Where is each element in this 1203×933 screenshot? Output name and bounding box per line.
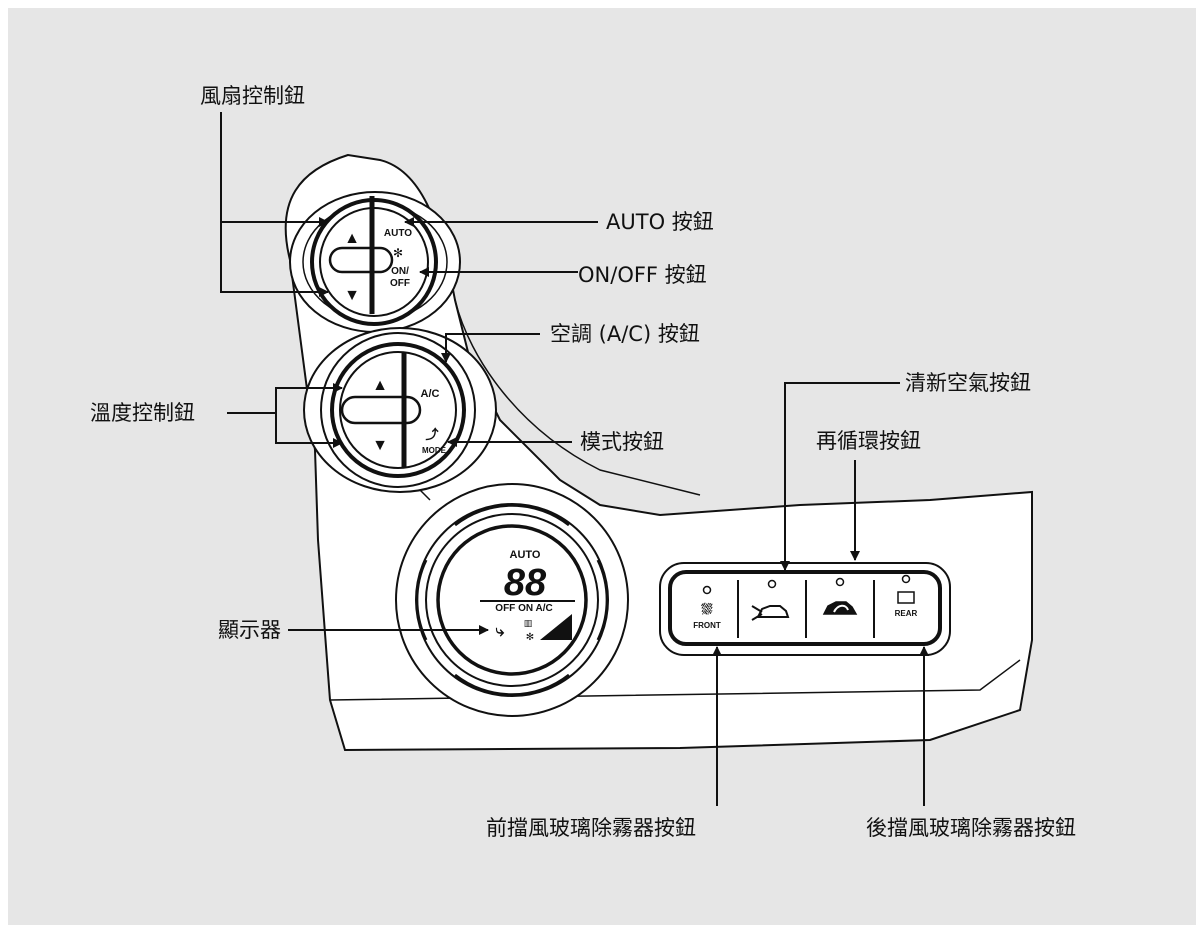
background bbox=[8, 8, 1196, 925]
fan-down-arrow: ▼ bbox=[344, 287, 360, 304]
display-bar-graph bbox=[540, 614, 572, 640]
recirculation-icon bbox=[822, 601, 858, 615]
ac-button-label: 空調 (A/C) 按鈕 bbox=[550, 322, 700, 346]
button-bar bbox=[668, 570, 942, 646]
front-defrost-button-label: 前擋風玻璃除霧器按鈕 bbox=[486, 816, 696, 840]
recirculation-button-label: 再循環按鈕 bbox=[816, 429, 921, 453]
ac-button-text[interactable]: A/C bbox=[421, 388, 440, 400]
temp-up-arrow: ▲ bbox=[372, 377, 388, 394]
front-defrost-text: FRONT bbox=[693, 621, 721, 630]
recirculation-indicator bbox=[835, 577, 845, 587]
rear-defrost-button-label: 後擋風玻璃除霧器按鈕 bbox=[866, 816, 1076, 840]
fan-up-arrow: ▲ bbox=[344, 230, 360, 247]
fresh-air-button-label: 清新空氣按鈕 bbox=[905, 371, 1031, 395]
rear-defrost-text: REAR bbox=[895, 609, 918, 618]
front-defrost-icon: ⛆ bbox=[700, 601, 713, 617]
mode-icon: ⤴ bbox=[425, 427, 439, 442]
display-status-text: OFF ON A/C bbox=[495, 603, 552, 614]
fresh-air-icon bbox=[751, 605, 790, 621]
front-defrost-button[interactable]: ⛆ FRONT bbox=[693, 585, 721, 631]
temp-control-label: 溫度控制鈕 bbox=[90, 401, 195, 425]
rear-defrost-indicator bbox=[901, 574, 911, 584]
temp-down-arrow: ▼ bbox=[372, 437, 388, 454]
auto-button-text[interactable]: AUTO bbox=[384, 228, 412, 239]
leader-lines bbox=[220, 112, 929, 806]
temperature-control-knob[interactable]: ▲ ▼ A/C ⤴ MODE bbox=[320, 332, 476, 488]
on-off-button-label: ON/OFF 按鈕 bbox=[578, 263, 707, 287]
recirculation-button[interactable] bbox=[822, 577, 858, 615]
display-auto-text: AUTO bbox=[510, 549, 541, 561]
on-off-text-on[interactable]: ON/ bbox=[391, 266, 409, 277]
fan-control-knob[interactable]: ▲ ▼ AUTO ✻ ON/ OFF bbox=[310, 196, 438, 326]
rear-defrost-button[interactable]: REAR bbox=[895, 574, 918, 619]
mode-button-text[interactable]: MODE bbox=[422, 446, 447, 455]
auto-button-label: AUTO 按鈕 bbox=[606, 210, 714, 234]
display-digits: 88 bbox=[504, 562, 547, 604]
display-defrost-icon: ▥ bbox=[524, 618, 533, 628]
rear-defrost-icon bbox=[897, 591, 915, 604]
display-fan-icon: ✻ bbox=[526, 632, 534, 643]
fan-control-label: 風扇控制鈕 bbox=[200, 84, 305, 108]
fresh-air-indicator bbox=[767, 579, 777, 589]
display-label: 顯示器 bbox=[218, 618, 281, 642]
fan-icon: ✻ bbox=[393, 246, 403, 260]
front-defrost-indicator bbox=[702, 585, 712, 595]
on-off-text-off[interactable]: OFF bbox=[390, 278, 410, 289]
fresh-air-button[interactable] bbox=[751, 579, 790, 621]
display-mode-icon: ⤷ bbox=[496, 623, 506, 640]
display: AUTO 88 OFF ON A/C ⤷ ▥ ✻ bbox=[415, 503, 609, 697]
mode-button-label: 模式按鈕 bbox=[580, 430, 664, 454]
